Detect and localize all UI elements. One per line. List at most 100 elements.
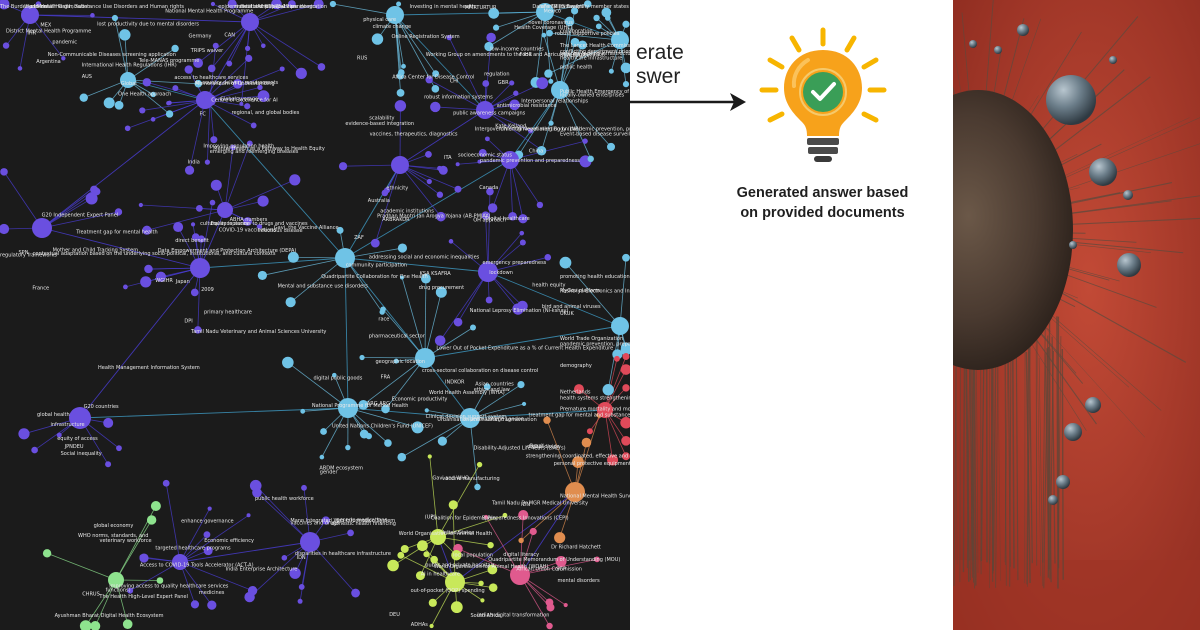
graph-node-label: regulatory frameworks [0, 252, 57, 258]
graph-edge [519, 558, 598, 576]
graph-node [450, 601, 463, 614]
graph-node [430, 101, 441, 113]
graph-node [478, 580, 484, 586]
art-sphere [1056, 475, 1070, 489]
graph-node-label: Germany [189, 34, 212, 40]
graph-edge [41, 189, 95, 229]
art-drip [1035, 321, 1038, 566]
graph-node-label: World Organisation for Animal Health (WO… [434, 564, 549, 570]
graph-node-label: Global average [220, 97, 258, 103]
graph-node-label: vaccines and drugs [291, 520, 340, 526]
art-drip [1036, 331, 1041, 577]
graph-node-label: digital literacy [503, 552, 539, 558]
graph-node [114, 100, 124, 110]
graph-node-label: enhance governance [181, 519, 234, 525]
graph-edge [469, 384, 522, 419]
graph-node [114, 208, 123, 216]
graph-edge [127, 79, 199, 85]
graph-edge [262, 257, 346, 276]
graph-node-label: IHR [27, 31, 36, 37]
graph-node-label: global economy [94, 523, 134, 529]
graph-node-label: Pradhan Mantri Jan Arogya Yojana (AB-PMJ… [377, 214, 490, 220]
graph-edge [344, 257, 489, 273]
graph-node [437, 165, 443, 171]
graph-node-label: strengthening coordinated, effective and… [526, 453, 630, 459]
graph-node [18, 428, 30, 440]
graph-node-label: cultural acceptance [200, 221, 249, 227]
rag-caption: Generated answer based on provided docum… [720, 183, 925, 223]
graph-node [359, 429, 369, 439]
graph-nodes [0, 0, 630, 630]
graph-node [144, 264, 153, 274]
graph-edge [437, 536, 491, 546]
graph-edge [382, 308, 426, 359]
graph-node-label: conflicting department priorities [560, 49, 630, 55]
graph-edge [256, 492, 311, 543]
graph-node [396, 72, 404, 80]
graph-node [474, 483, 481, 491]
graph-edge [363, 357, 426, 406]
graph-edge [299, 541, 311, 602]
graph-node [191, 233, 200, 241]
graph-edge [604, 358, 618, 411]
graph-node-label: China [529, 149, 543, 155]
graph-hub-node [445, 572, 465, 592]
graph-node [116, 445, 122, 452]
graph-node [317, 63, 326, 71]
graph-node-label: mental and physical care integration [235, 4, 327, 10]
graph-node [427, 454, 432, 459]
graph-edge [249, 541, 311, 598]
graph-node [138, 202, 143, 208]
graph-hub-node [241, 13, 259, 31]
art-sphere [1064, 423, 1082, 441]
graph-node-label: South Africa [471, 613, 501, 619]
partial-heading-line1: erate [636, 41, 684, 64]
graph-node-label: Intergovernmental Negotiating Body (INB) [475, 126, 581, 132]
graph-node [172, 85, 179, 92]
graph-node-label: Coalition for Epidemic Preparedness Inno… [431, 516, 569, 522]
graph-node [570, 37, 580, 47]
graph-node-label: race [378, 317, 389, 323]
graph-edge [211, 21, 251, 69]
graph-node [139, 553, 149, 563]
graph-edge [549, 32, 621, 41]
graph-node [586, 428, 593, 435]
graph-edge [347, 407, 471, 419]
art-sphere [1069, 241, 1077, 249]
graph-node-label: novel coronavirus [528, 20, 573, 26]
graph-node-label: digital divide [527, 444, 559, 450]
graph-node [359, 354, 365, 361]
graph-node [79, 620, 92, 630]
graph-edge [544, 11, 621, 41]
graph-node-label: pandemic prevention and preparedness [480, 158, 580, 164]
graph-node [320, 428, 327, 435]
graph-node [282, 356, 294, 369]
graph-node-label: Equity in access to drugs and vaccines [211, 221, 309, 227]
graph-edge [249, 3, 319, 23]
graph-node [432, 70, 440, 78]
graph-node-label: Imperial College London [463, 417, 524, 423]
graph-node [103, 97, 115, 109]
graph-node-label: Tele-MANAS programme [138, 58, 200, 64]
graph-node-label: WHO norms, standards, and [78, 533, 148, 539]
graph-edge [484, 109, 542, 151]
graph-hub-node [551, 81, 569, 99]
graph-node [484, 136, 490, 142]
graph-node [197, 235, 205, 243]
graph-node-label: District Mental Health Programme [6, 29, 91, 35]
graph-edge [484, 82, 543, 111]
graph-node-label: direct benefit [175, 238, 209, 244]
graph-node [436, 191, 444, 198]
graph-node [488, 583, 498, 592]
graph-node-label: demography [560, 363, 592, 369]
graph-edge [546, 420, 576, 493]
graph-node-label: United Nations Children's Fund (UNICEF) [332, 424, 433, 430]
graph-node-label: Ayushman Bharat Digital Health Ecosystem [55, 613, 164, 619]
graph-node [190, 288, 199, 297]
graph-node [2, 42, 10, 49]
graph-node [396, 88, 405, 97]
graph-node [620, 62, 630, 74]
graph-node-label: 2009 [201, 287, 214, 293]
